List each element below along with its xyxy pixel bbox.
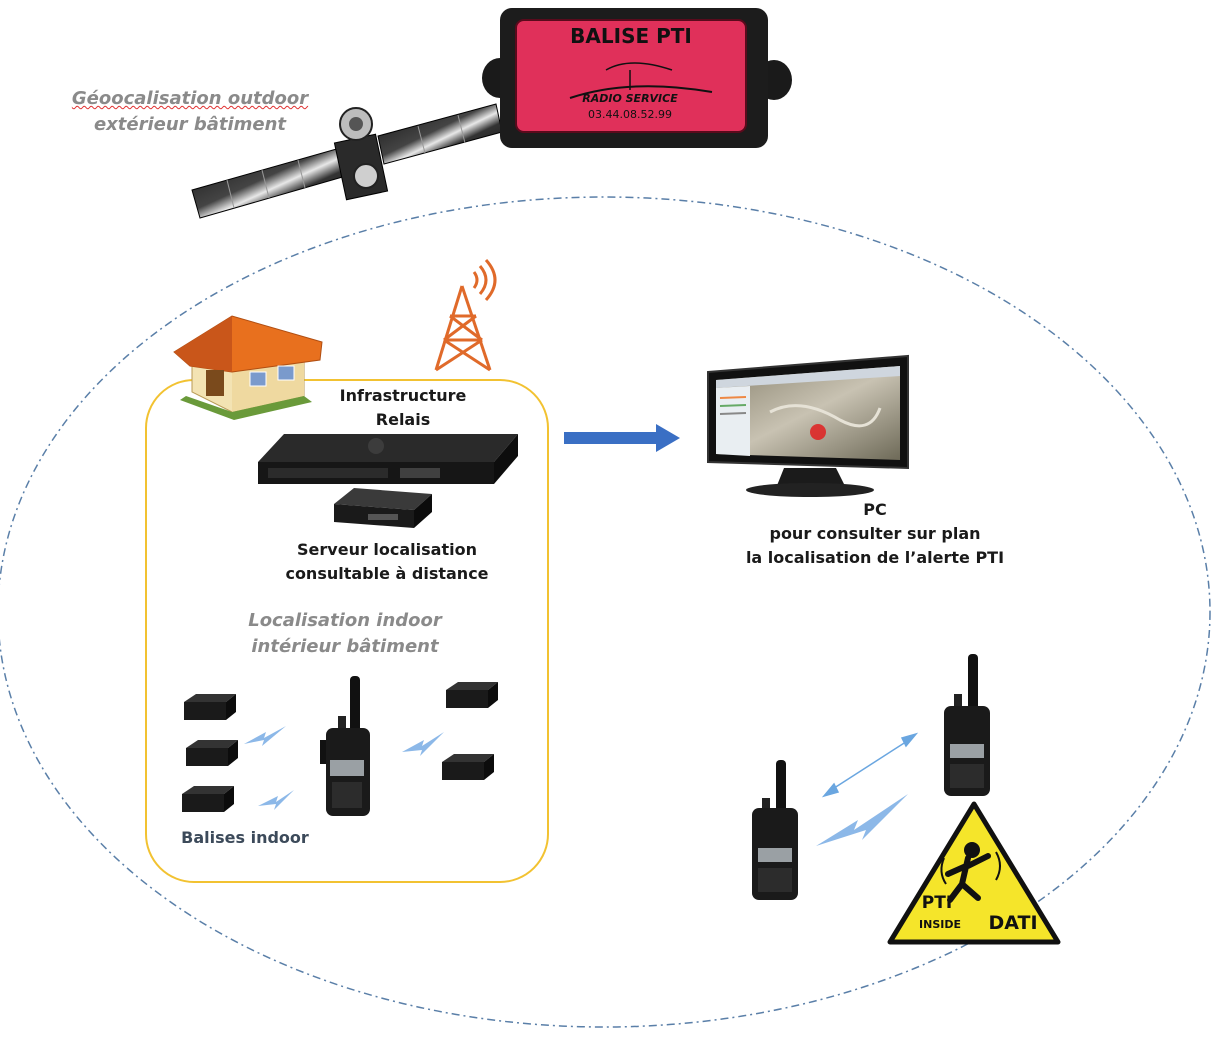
location-server-device (334, 488, 432, 528)
radio-wave-icon (816, 794, 908, 846)
relay-rack-device (258, 434, 518, 484)
indoor-subtitle: intérieur bâtiment (251, 636, 439, 657)
indoor-beacon (442, 754, 494, 780)
pti-dati-warning-sign (887, 801, 1061, 945)
balise-brand: RADIO SERVICE (582, 92, 678, 105)
server-label: Serveur localisation consultable à dista… (262, 538, 512, 586)
infrastructure-label: Infrastructure Relais (318, 384, 488, 432)
radio-handset-icon (752, 760, 798, 900)
pc-line1: PC (863, 500, 887, 519)
pc-monitor-icon (707, 354, 909, 497)
sign-inside: INSIDE (919, 918, 961, 931)
sign-pti: PTI (921, 893, 953, 913)
outdoor-title: Géoocalisation outdoor (71, 88, 309, 109)
pc-line2: pour consulter sur plan (769, 524, 981, 543)
indoor-beacon (182, 786, 234, 812)
indoor-beacon (446, 682, 498, 708)
balise-phone: 03.44.08.52.99 (588, 108, 672, 121)
radio-wave-icon (258, 790, 294, 810)
infrastructure-line1: Infrastructure (339, 386, 467, 405)
radio-handset-icon (944, 654, 990, 796)
balise-pti-device (482, 8, 792, 148)
coverage-ellipse (0, 196, 1211, 1028)
pc-label: PC pour consulter sur plan la localisati… (730, 498, 1020, 570)
server-line2: consultable à distance (285, 564, 489, 583)
data-flow-arrow (564, 424, 680, 452)
indoor-beacon (186, 740, 238, 766)
indoor-label: Localisation indoor intérieur bâtiment (220, 608, 470, 660)
house-icon (173, 315, 323, 420)
radio-handset-icon (320, 676, 370, 816)
beacons-label: Balises indoor (181, 828, 309, 847)
sign-dati: DATI (988, 912, 1038, 934)
infrastructure-line2: Relais (375, 410, 431, 429)
indoor-zone-box (145, 379, 549, 883)
pc-line3: la localisation de l’alerte PTI (745, 548, 1005, 567)
indoor-beacon (184, 694, 236, 720)
relay-mast-icon (434, 258, 497, 372)
indoor-title: Localisation indoor (248, 610, 442, 631)
radio-wave-icon (244, 726, 286, 746)
balise-title: BALISE PTI (570, 24, 692, 48)
radio-wave-icon (402, 732, 444, 756)
server-line1: Serveur localisation (297, 540, 477, 559)
radio-link-arrow (821, 732, 919, 798)
outdoor-subtitle: extérieur bâtiment (93, 114, 287, 135)
outdoor-label: Géoocalisation outdoor extérieur bâtimen… (60, 86, 320, 138)
satellite-icon (191, 103, 503, 219)
